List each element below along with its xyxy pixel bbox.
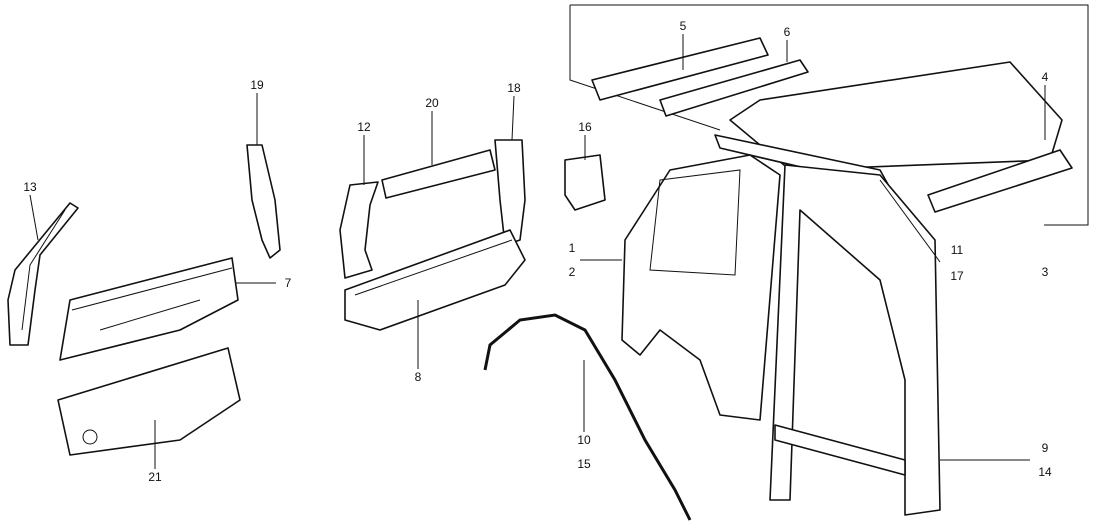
callout-2: 2 <box>568 265 576 279</box>
callout-20: 20 <box>425 96 439 110</box>
callout-13: 13 <box>23 180 37 194</box>
part-20-rail <box>381 149 496 199</box>
callout-4: 4 <box>1041 70 1049 84</box>
part-8-floor-panel <box>344 229 526 331</box>
part-5-roof-rail <box>591 37 769 101</box>
leader-lines <box>29 34 1046 469</box>
callout-11: 11 <box>950 243 964 257</box>
part-13-pillar <box>7 202 79 346</box>
callout-6: 6 <box>783 25 791 39</box>
part-12-pillar <box>339 181 379 279</box>
callout-10: 10 <box>577 433 591 447</box>
part-6-roof-rail <box>659 59 809 117</box>
part-10-weatherstrip <box>483 313 692 521</box>
part-3-rear-rail <box>927 149 1073 213</box>
sill <box>774 424 906 476</box>
callout-9: 9 <box>1041 441 1049 455</box>
callout-1: 1 <box>568 241 576 255</box>
callout-3: 3 <box>1041 265 1049 279</box>
part-18-pillar <box>494 139 526 246</box>
callout-8: 8 <box>414 370 422 384</box>
callout-17: 17 <box>950 269 964 283</box>
callout-19: 19 <box>250 78 264 92</box>
callout-14: 14 <box>1038 465 1052 479</box>
callout-12: 12 <box>357 120 371 134</box>
callout-7: 7 <box>284 276 292 290</box>
callout-16: 16 <box>578 120 592 134</box>
part-1-quarter-panel <box>621 154 781 421</box>
part-9-side-panel <box>769 164 941 516</box>
callout-15: 15 <box>577 457 591 471</box>
part-16-fuel-pocket <box>564 154 606 211</box>
callout-21: 21 <box>148 470 162 484</box>
callout-5: 5 <box>679 19 687 33</box>
part-21-lower-panel <box>57 347 241 456</box>
callout-18: 18 <box>507 81 521 95</box>
part-19-pillar <box>246 144 281 259</box>
part-7-rear-panel <box>59 257 239 361</box>
